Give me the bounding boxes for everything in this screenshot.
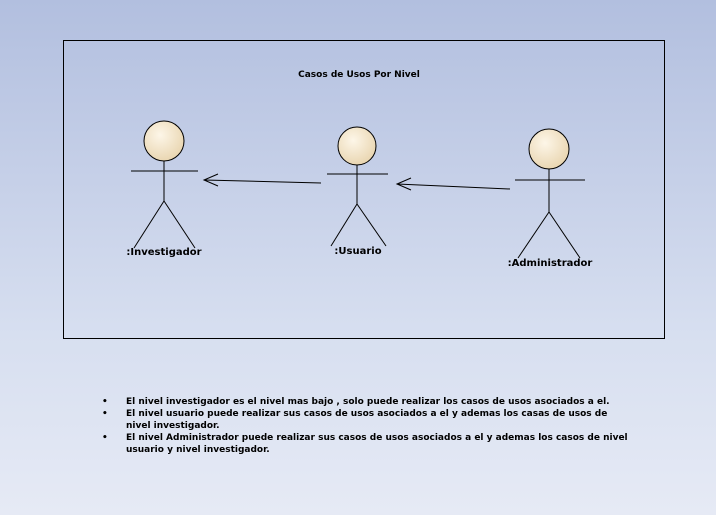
actor-usuario-right-leg [356, 203, 387, 247]
actor-usuario-head [337, 126, 377, 166]
actor-investigador-left-leg [133, 200, 165, 249]
actor-administrador-head [528, 128, 570, 170]
notes-list: El nivel investigador es el nivel mas ba… [100, 396, 630, 456]
note-administrador: El nivel Administrador puede realizar su… [100, 432, 630, 456]
actor-administrador[interactable] [515, 128, 585, 259]
actor-investigador-head [143, 120, 185, 162]
diagram-frame: Casos de Usos Por Nivel [63, 40, 665, 339]
relation-line [203, 179, 322, 184]
note-usuario: El nivel usuario puede realizar sus caso… [100, 408, 630, 432]
relation-line [396, 183, 511, 190]
arrowhead-icon [202, 173, 219, 187]
actor-administrador-left-leg [517, 211, 550, 259]
actor-usuario[interactable] [327, 126, 388, 247]
note-investigador: El nivel investigador es el nivel mas ba… [100, 396, 630, 408]
actor-administrador-label: :Administrador [507, 258, 593, 269]
actor-administrador-right-leg [548, 211, 581, 259]
actor-usuario-label: :Usuario [334, 246, 382, 257]
actor-usuario-left-leg [330, 203, 358, 247]
actor-investigador-label: :Investigador [126, 247, 202, 258]
arrowhead-icon [395, 177, 412, 191]
relation-usuario-to-investigador[interactable] [202, 173, 322, 187]
actor-investigador[interactable] [131, 120, 198, 249]
diagram-title: Casos de Usos Por Nivel [298, 70, 420, 80]
actor-investigador-right-leg [163, 200, 196, 249]
relation-administrador-to-usuario[interactable] [395, 177, 511, 191]
